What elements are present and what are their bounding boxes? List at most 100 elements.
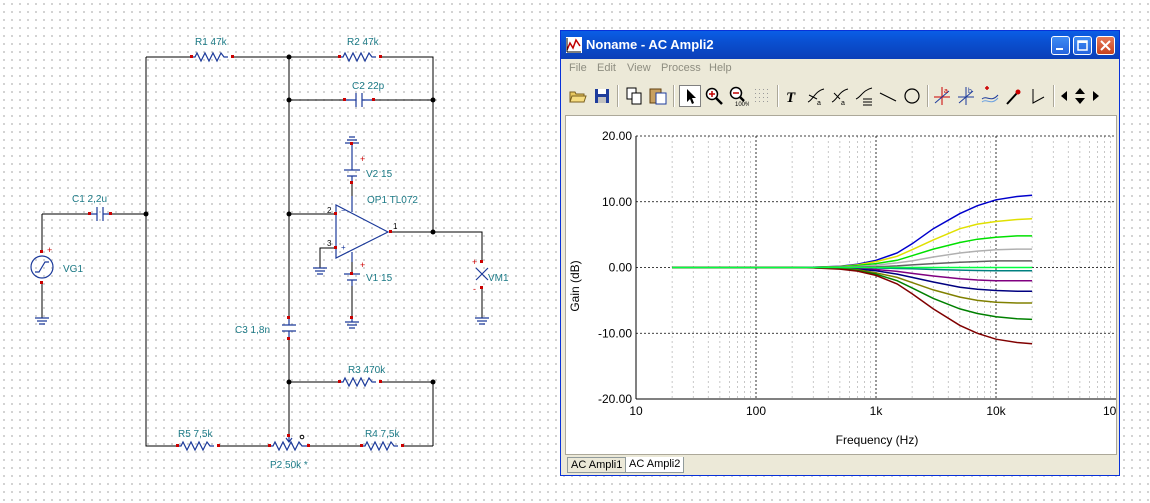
y-tick-label: 20.00: [602, 129, 632, 143]
paste-button[interactable]: [647, 85, 669, 107]
paste-icon: [649, 88, 667, 105]
line-button[interactable]: [877, 85, 899, 107]
pointer-button[interactable]: [679, 85, 701, 107]
resistor-r2[interactable]: R2 47k: [340, 37, 380, 63]
tab-ac-ampli1[interactable]: AC Ampli1: [567, 457, 627, 473]
opamp-op1[interactable]: 2 3 1 − + OP1 TL072: [327, 195, 418, 262]
svg-text:+: +: [360, 260, 365, 270]
svg-text:3: 3: [327, 239, 332, 248]
x-tick-label: 10: [629, 404, 643, 418]
move-curve-icon: [981, 86, 999, 103]
menu-view[interactable]: View: [627, 62, 651, 74]
voltmeter-vm1[interactable]: + - VM1: [472, 257, 509, 294]
menu-edit[interactable]: Edit: [597, 62, 616, 74]
capacitor-c1[interactable]: C1 2,2u: [72, 194, 110, 221]
open-button[interactable]: [567, 85, 589, 107]
svg-text:+: +: [47, 245, 52, 255]
copy-button[interactable]: [623, 85, 645, 107]
svg-text:+: +: [360, 154, 365, 164]
gain-frequency-chart[interactable]: 101001k10k100k20.0010.000.00-10.00-20.00…: [566, 116, 1130, 454]
menu-process[interactable]: Process: [661, 62, 701, 74]
plot-area[interactable]: 101001k10k100k20.0010.000.00-10.00-20.00…: [565, 115, 1130, 455]
probe-icon: [1006, 89, 1021, 105]
potentiometer-p2[interactable]: P2 50k *: [270, 434, 308, 471]
grid-button[interactable]: [751, 85, 773, 107]
pin-points: [40, 55, 483, 447]
svg-text:−: −: [341, 206, 346, 215]
open-icon: [569, 91, 587, 103]
svg-text:b: b: [968, 88, 972, 95]
circle-button[interactable]: [901, 85, 923, 107]
minimize-button[interactable]: [1051, 36, 1070, 55]
cursor-b-button[interactable]: b: [955, 85, 977, 107]
y-tick-label: 0.00: [609, 261, 633, 275]
capacitor-c2[interactable]: C2 22p: [345, 81, 385, 107]
resistor-r4[interactable]: R4 7,5k: [362, 429, 400, 452]
circle-icon: [904, 88, 920, 104]
circuit-schematic[interactable]: R1 47k R2 47k R3 470k R5 7,5k R4 7,5k P2…: [0, 0, 545, 503]
series-line-2: [672, 218, 1033, 269]
zoom-out-button[interactable]: 100%: [727, 85, 751, 108]
svg-text:T: T: [786, 90, 796, 106]
cursor-a-button[interactable]: a: [931, 85, 953, 107]
x-tick-label: 10k: [986, 404, 1006, 418]
resistor-r3[interactable]: R3 470k: [340, 365, 386, 388]
capacitor-c3[interactable]: C3 1,8n: [235, 318, 296, 338]
v2-label: V2 15: [366, 169, 393, 180]
vg1-label: VG1: [63, 264, 83, 275]
updown-icon: [1075, 88, 1085, 104]
cursor-a-icon: a: [934, 87, 950, 105]
title-bar[interactable]: Noname - AC Ampli2: [561, 31, 1119, 59]
save-icon: [595, 89, 609, 103]
save-button[interactable]: [591, 85, 613, 107]
curve-label-button[interactable]: a: [805, 85, 827, 107]
zoom-in-icon: [705, 87, 723, 105]
p2-label: P2 50k *: [270, 460, 308, 471]
pointer-icon: [687, 89, 696, 104]
resistor-r1[interactable]: R1 47k: [192, 37, 228, 63]
r2-label: R2 47k: [347, 37, 380, 48]
probe-button[interactable]: [1003, 85, 1025, 107]
svg-text:a: a: [841, 100, 845, 107]
grid-icon: [755, 89, 768, 102]
toolbar: 100% T a a a b: [565, 83, 1115, 109]
curve-table-icon: [855, 87, 873, 106]
svg-text:+: +: [472, 257, 477, 267]
svg-text:-: -: [473, 284, 476, 294]
maximize-icon: [1077, 40, 1088, 51]
angle-button[interactable]: [1027, 85, 1049, 107]
angle-icon: [1032, 89, 1045, 104]
series-line-9: [672, 266, 1033, 304]
scroll-left-button[interactable]: [1057, 85, 1071, 107]
left-icon: [1061, 91, 1067, 101]
signal-generator-vg1[interactable]: + VG1: [30, 245, 83, 279]
maximize-button[interactable]: [1073, 36, 1092, 55]
r5-label: R5 7,5k: [178, 429, 213, 440]
resistor-r5[interactable]: R5 7,5k: [178, 429, 214, 452]
menu-help[interactable]: Help: [709, 62, 732, 74]
op1-label: OP1 TL072: [367, 195, 418, 206]
ac-analysis-window[interactable]: Noname - AC Ampli2 File Edit View Proces…: [560, 30, 1130, 476]
battery-v1[interactable]: + V1 15: [344, 260, 393, 329]
text-button[interactable]: T: [781, 85, 803, 107]
x-tick-label: 1k: [870, 404, 884, 418]
scroll-updown-button[interactable]: [1072, 85, 1088, 107]
svg-text:1: 1: [393, 222, 398, 231]
move-curve-button[interactable]: [979, 85, 1001, 107]
scroll-right-button[interactable]: [1089, 85, 1103, 107]
zoom-in-button[interactable]: [703, 85, 725, 107]
close-button[interactable]: [1096, 36, 1115, 55]
series-line-10: [672, 266, 1033, 321]
window-title: Noname - AC Ampli2: [586, 37, 714, 52]
curve-label2-button[interactable]: a: [829, 85, 851, 107]
curve-table-button[interactable]: [853, 85, 875, 107]
c2-label: C2 22p: [352, 81, 385, 92]
cursor-b-icon: b: [958, 87, 974, 105]
menu-file[interactable]: File: [569, 62, 587, 74]
v1-label: V1 15: [366, 273, 393, 284]
menu-bar: File Edit View Process Help: [561, 59, 1119, 79]
tab-ac-ampli2[interactable]: AC Ampli2: [625, 457, 685, 473]
app-icon: [566, 37, 582, 53]
curve-label-icon: a: [807, 88, 825, 107]
